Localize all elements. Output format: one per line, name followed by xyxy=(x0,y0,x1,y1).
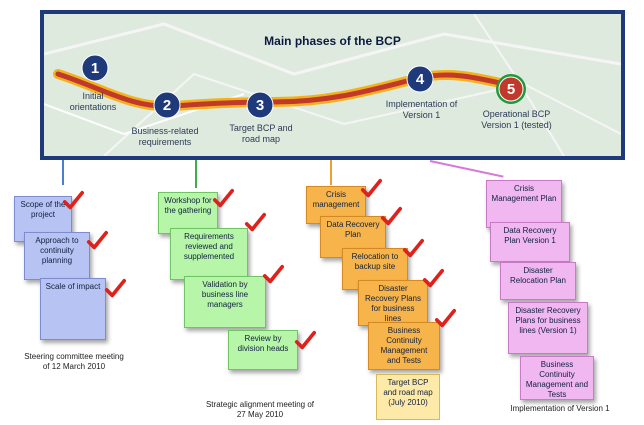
banner-title: Main phases of the BCP xyxy=(264,34,401,48)
card-label: Requirements reviewed and supplemented xyxy=(183,232,235,261)
card-label: Validation by business line managers xyxy=(201,280,249,309)
checkmark-icon xyxy=(212,188,234,208)
phase-4-number: 4 xyxy=(416,71,425,88)
card-label: Data Recovery Plan xyxy=(326,220,380,239)
phase-4-label: Implementation of Version 1 xyxy=(385,99,458,120)
g2-caption: Strategic alignment meeting of 27 May 20… xyxy=(205,400,315,419)
card-scale-of-impact: Scale of impact xyxy=(40,278,106,340)
checkmark-icon xyxy=(86,230,108,250)
card-crisis-management-plan: Crisis Management Plan xyxy=(486,180,562,228)
card-label: Review by division heads xyxy=(237,334,289,353)
phase-1-marker: 1 xyxy=(81,54,109,82)
phase-3-number: 3 xyxy=(256,97,264,114)
card-label: Target BCP and road map (July 2010) xyxy=(383,378,433,407)
phase-1-number: 1 xyxy=(91,60,99,77)
checkmark-icon xyxy=(62,190,84,210)
card-label: Scope of the project xyxy=(20,200,66,219)
card-requirements-reviewed: Requirements reviewed and supplemented xyxy=(170,228,248,280)
phase-2-marker: 2 xyxy=(153,91,181,119)
checkmark-icon xyxy=(422,268,444,288)
card-label: Disaster Recovery Plans for business lin… xyxy=(364,284,422,323)
checkmark-icon xyxy=(402,238,424,258)
card-validation-by-managers: Validation by business line managers xyxy=(184,276,266,328)
target-bcp-roadmap: Target BCP and road map (July 2010) xyxy=(376,374,440,420)
card-disaster-relocation-plan: Disaster Relocation Plan xyxy=(500,262,576,300)
card-approach-to-continuity: Approach to continuity planning xyxy=(24,232,90,280)
card-label: Scale of impact xyxy=(45,282,101,291)
card-label: Relocation to backup site xyxy=(351,252,399,271)
card-label: Disaster Relocation Plan xyxy=(509,266,567,285)
card-label: Crisis Management Plan xyxy=(491,184,557,203)
checkmark-icon xyxy=(244,212,266,232)
connector-2 xyxy=(195,160,197,188)
card-label: Workshop for the gathering xyxy=(164,196,212,215)
phase-5-number: 5 xyxy=(507,81,515,98)
phase-2-number: 2 xyxy=(163,97,171,114)
checkmark-icon xyxy=(380,206,402,226)
checkmark-icon xyxy=(294,330,316,350)
g1-caption: Steering committee meeting of 12 March 2… xyxy=(24,352,124,371)
phase-3-label: Target BCP and road map xyxy=(229,123,293,144)
phase-4-marker: 4 xyxy=(406,65,434,93)
phase-3-marker: 3 xyxy=(246,91,274,119)
phases-banner: Main phases of the BCP 1 Initial orienta… xyxy=(40,10,625,160)
card-label: Disaster Recovery Plans for business lin… xyxy=(515,306,581,335)
connector-3 xyxy=(330,160,332,185)
card-label: Crisis management xyxy=(312,190,360,209)
card-disaster-recovery-v1: Disaster Recovery Plans for business lin… xyxy=(508,302,588,354)
card-data-recovery-plan-v1: Data Recovery Plan Version 1 xyxy=(490,222,570,262)
connector-1 xyxy=(62,160,64,185)
phase-1-label: Initial orientations xyxy=(69,91,117,112)
card-label: Data Recovery Plan Version 1 xyxy=(503,226,557,245)
checkmark-icon xyxy=(104,278,126,298)
checkmark-icon xyxy=(262,264,284,284)
phase-5-label: Operational BCP Version 1 (tested) xyxy=(481,109,552,130)
phase-5-marker: 5 xyxy=(496,74,526,104)
card-label: Approach to continuity planning xyxy=(35,236,79,265)
phase-2-label: Business-related requirements xyxy=(131,126,199,147)
card-bcm-tests: Business Continuity Management and Tests xyxy=(368,322,440,370)
card-workshop: Workshop for the gathering xyxy=(158,192,218,234)
card-disaster-recovery-plans: Disaster Recovery Plans for business lin… xyxy=(358,280,428,326)
card-label: Business Continuity Management and Tests xyxy=(525,360,589,399)
checkmark-icon xyxy=(434,308,456,328)
checkmark-icon xyxy=(360,178,382,198)
card-review-by-heads: Review by division heads xyxy=(228,330,298,370)
connector-4 xyxy=(429,160,504,178)
card-label: Business Continuity Management and Tests xyxy=(380,326,428,365)
card-bcm-tests-v1: Business Continuity Management and Tests xyxy=(520,356,594,400)
g4-caption: Implementation of Version 1 xyxy=(510,404,610,413)
